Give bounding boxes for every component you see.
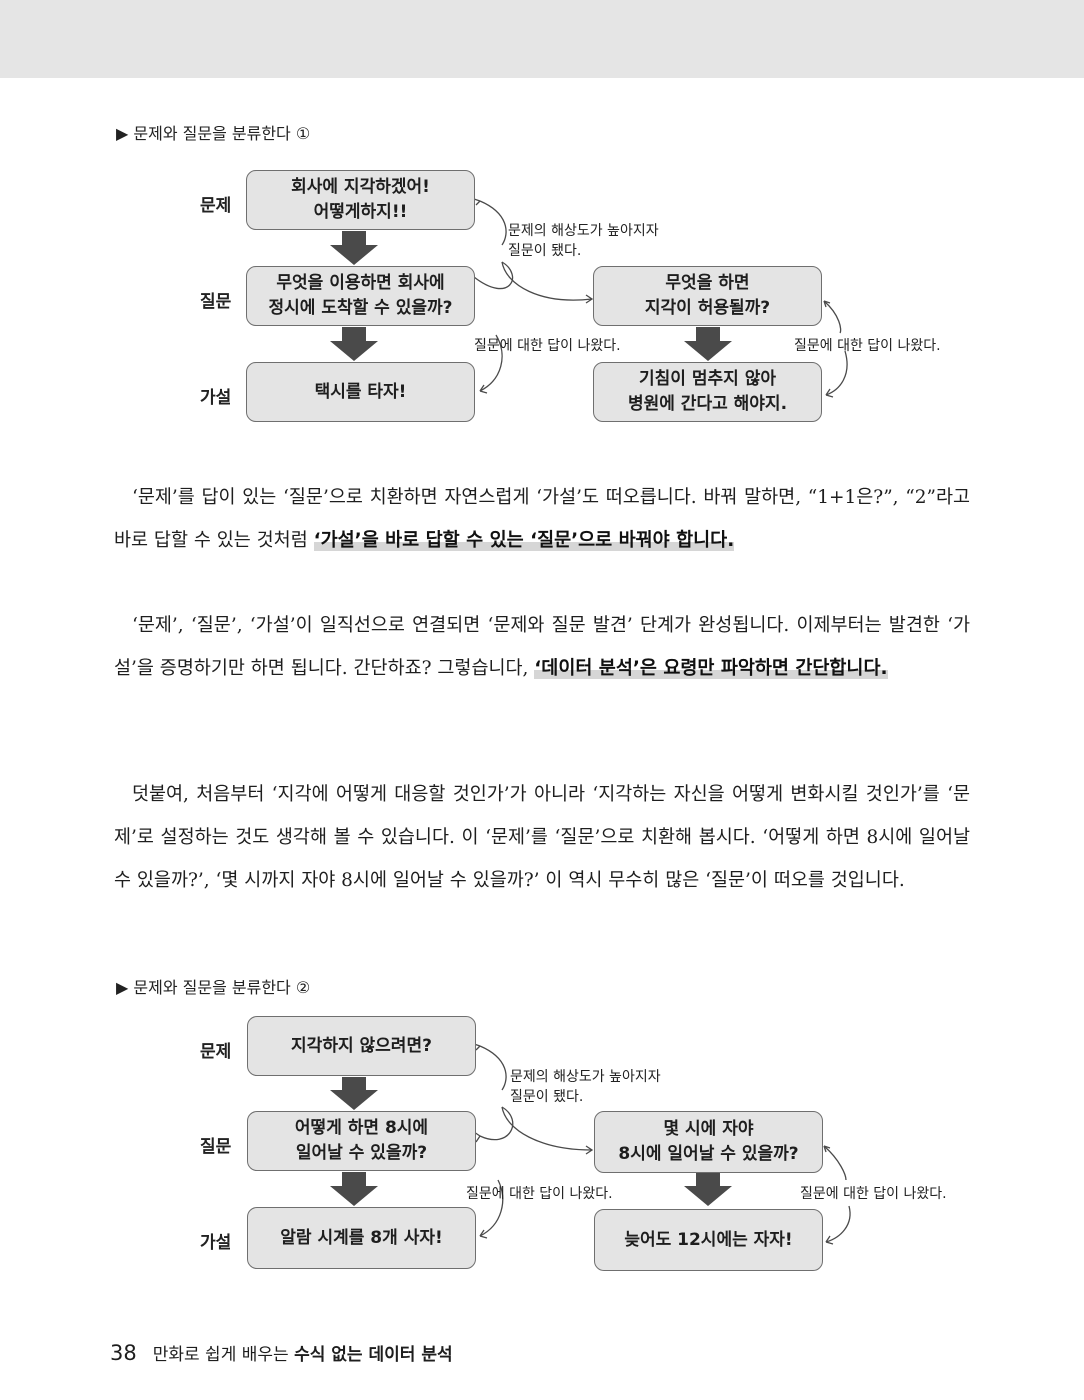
paragraph-1: ‘문제’를 답이 있는 ‘질문’으로 치환하면 자연스럽게 ‘가설’도 떠오릅니… (114, 476, 970, 562)
row-label-hypothesis: 가설 (200, 388, 232, 408)
hypothesis-box-right-2: 늦어도 12시에는 자자! (594, 1209, 823, 1271)
book-title-bold: 수식 없는 데이터 분석 (294, 1345, 453, 1365)
page-footer: 38 만화로 쉽게 배우는 수식 없는 데이터 분석 (110, 1340, 453, 1365)
paragraph-1-text: ‘문제’를 답이 있는 ‘질문’으로 치환하면 자연스럽게 ‘가설’도 떠오릅니… (114, 487, 970, 551)
page-number: 38 (110, 1341, 137, 1365)
paragraph-1-highlight: ‘가설’을 바로 답할 수 있는 ‘질문’으로 바꿔야 합니다. (313, 530, 735, 551)
diagram-2-connectors (330, 1043, 851, 1245)
row-label-problem-2: 문제 (200, 1042, 232, 1062)
hypothesis-box-left-2: 알람 시계를 8개 사자! (247, 1207, 476, 1269)
figure-caption-1: ▶ 문제와 질문을 분류한다 ① (116, 124, 311, 143)
header-band (0, 0, 1084, 78)
question-box-right: 무엇을 하면 지각이 허용될까? (593, 266, 822, 326)
row-label-hypothesis-2: 가설 (200, 1233, 232, 1253)
paragraph-2-text: ‘문제’, ‘질문’, ‘가설’이 일직선으로 연결되면 ‘문제와 질문 발견’… (114, 615, 970, 679)
paragraph-2-highlight: ‘데이터 분석’은 요령만 파악하면 간단합니다. (534, 658, 888, 679)
row-label-question-2: 질문 (200, 1137, 232, 1157)
paragraph-3: 덧붙여, 처음부터 ‘지각에 어떻게 대응할 것인가’가 아니라 ‘지각하는 자… (114, 784, 970, 891)
problem-box: 회사에 지각하겠어! 어떻게하지!! (246, 170, 475, 230)
note-answer-right-2: 질문에 대한 답이 나왔다. (800, 1186, 947, 1202)
diagram-1: 문제 질문 가설 회사에 지각하겠어! 어떻게하지!! 무엇을 이용하면 회사에… (190, 165, 990, 430)
question-box-left: 무엇을 이용하면 회사에 정시에 도착할 수 있을까? (246, 266, 475, 326)
row-label-problem: 문제 (200, 196, 232, 216)
note-resolution-2: 문제의 해상도가 높아지자 질문이 됐다. (510, 1069, 661, 1105)
diagram-1-connectors (330, 198, 848, 398)
book-title-plain: 만화로 쉽게 배우는 (152, 1345, 295, 1365)
hypothesis-box-left: 택시를 타자! (246, 362, 475, 422)
question-box-right-2: 몇 시에 자야 8시에 일어날 수 있을까? (594, 1111, 823, 1173)
problem-box-2: 지각하지 않으려면? (247, 1016, 476, 1076)
note-answer-left-2: 질문에 대한 답이 나왔다. (466, 1186, 613, 1202)
note-answer-left: 질문에 대한 답이 나왔다. (474, 338, 621, 354)
question-box-left-2: 어떻게 하면 8시에 일어날 수 있을까? (247, 1111, 476, 1171)
hypothesis-box-right: 기침이 멈추지 않아 병원에 간다고 해야지. (593, 362, 822, 422)
diagram-2: 문제 질문 가설 지각하지 않으려면? 어떻게 하면 8시에 일어날 수 있을까… (190, 1010, 990, 1275)
row-label-question: 질문 (200, 292, 232, 312)
note-answer-right: 질문에 대한 답이 나왔다. (794, 338, 941, 354)
paragraph-2: ‘문제’, ‘질문’, ‘가설’이 일직선으로 연결되면 ‘문제와 질문 발견’… (114, 604, 970, 690)
figure-caption-2: ▶ 문제와 질문을 분류한다 ② (116, 978, 311, 997)
note-resolution: 문제의 해상도가 높아지자 질문이 됐다. (508, 223, 659, 259)
